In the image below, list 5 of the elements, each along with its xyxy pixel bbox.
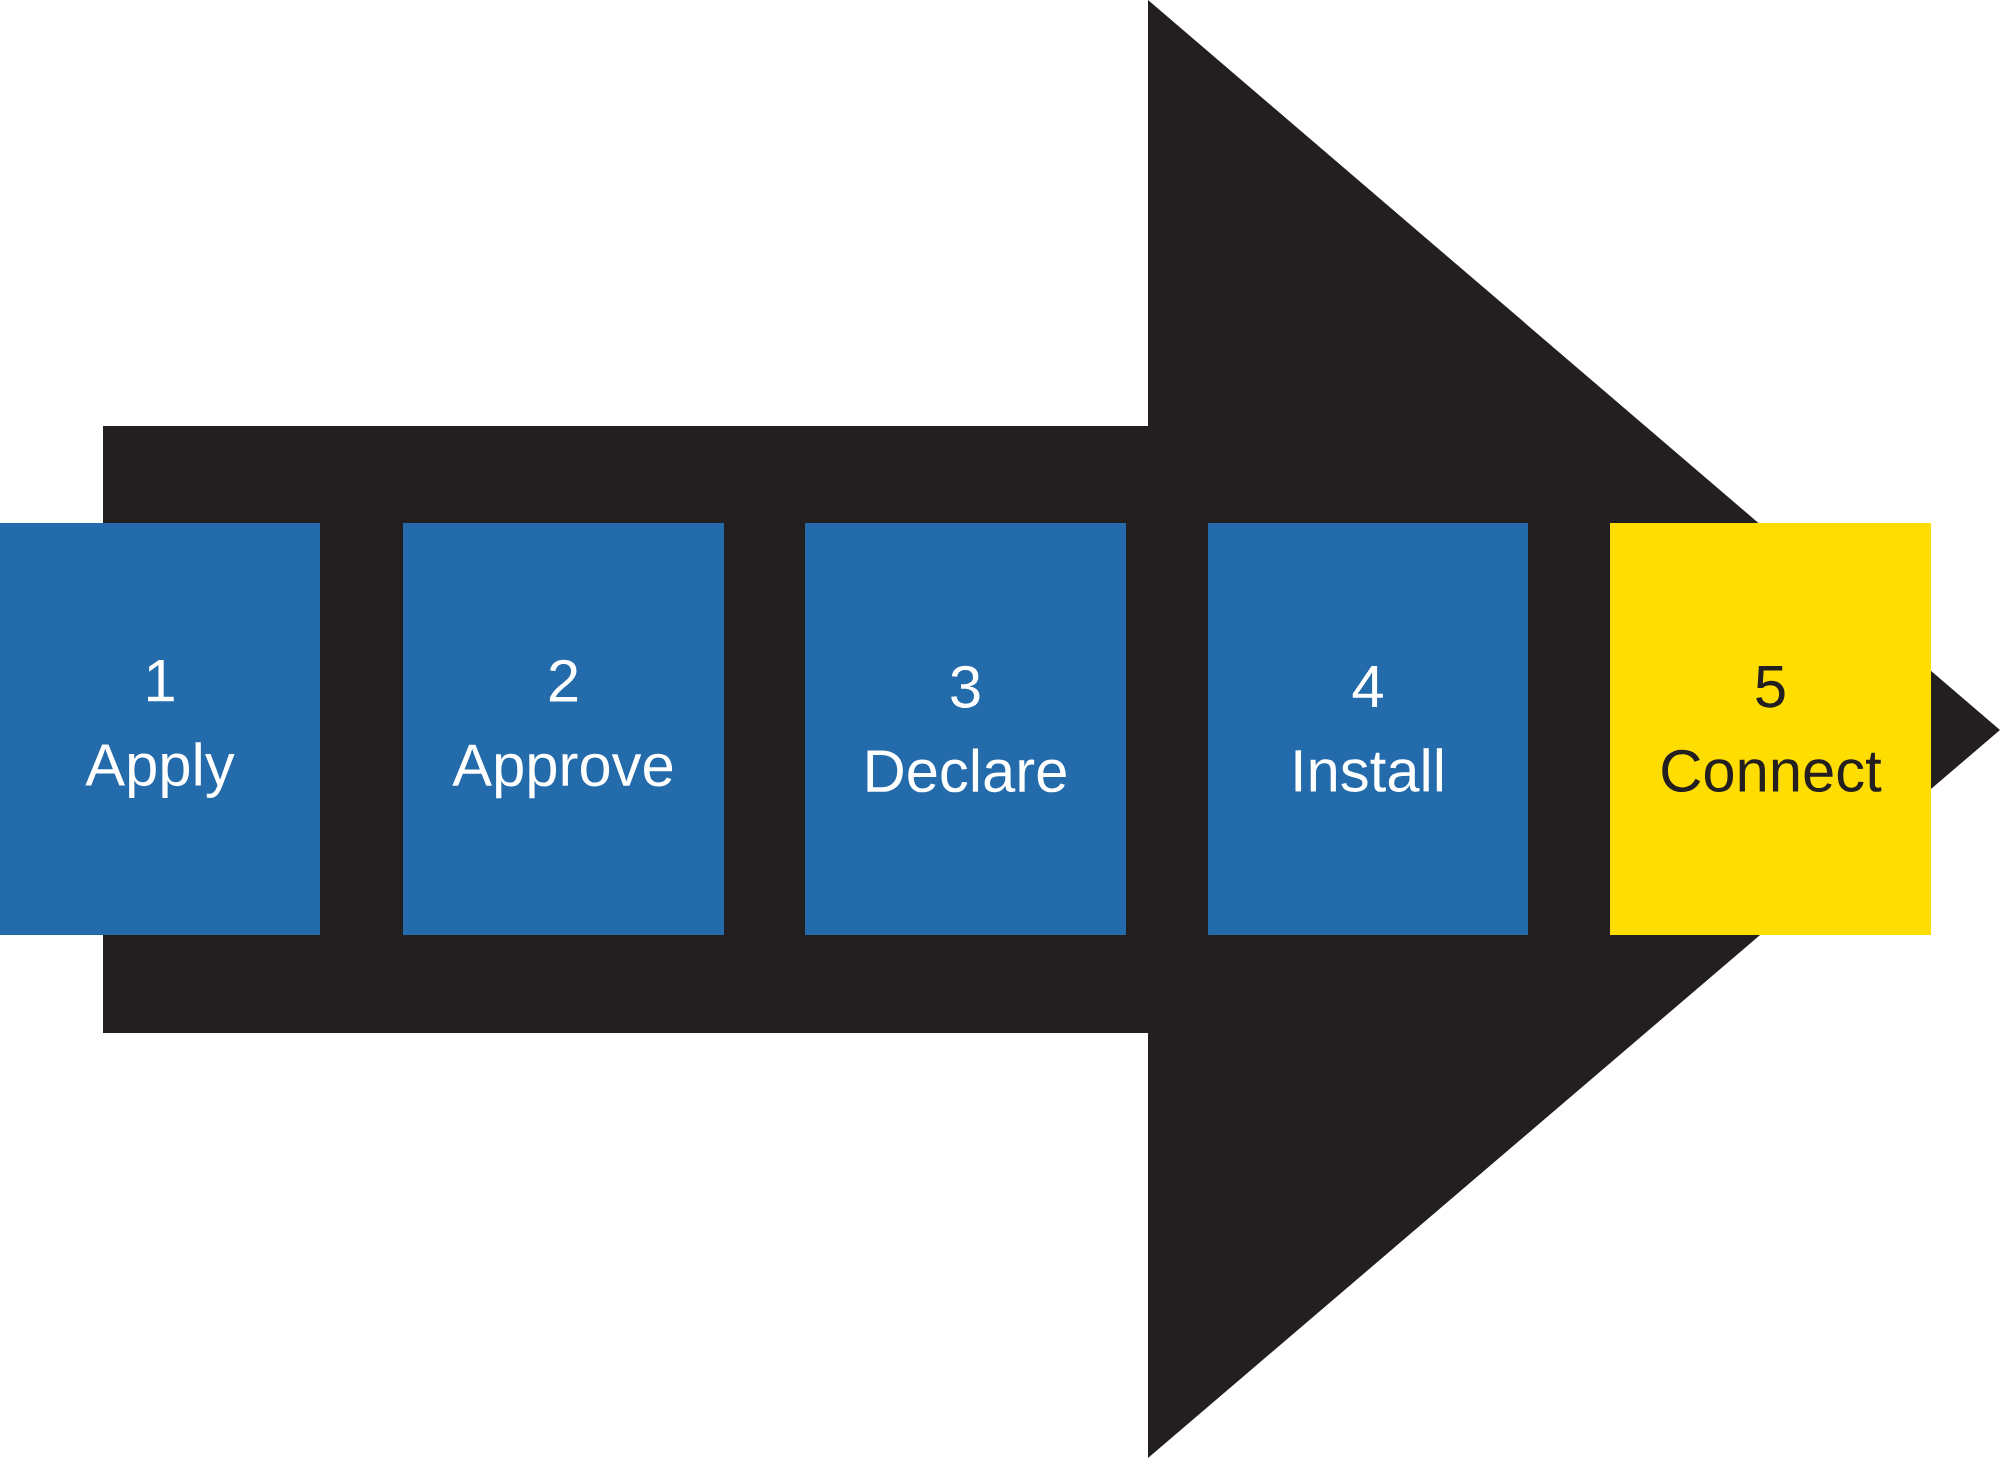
step-box: 4 Install <box>1208 523 1528 935</box>
step-box: 1 Apply <box>0 523 320 935</box>
step-box: 2 Approve <box>403 523 724 935</box>
step-box: 5 Connect <box>1610 523 1931 935</box>
step-box: 3 Declare <box>805 523 1126 935</box>
